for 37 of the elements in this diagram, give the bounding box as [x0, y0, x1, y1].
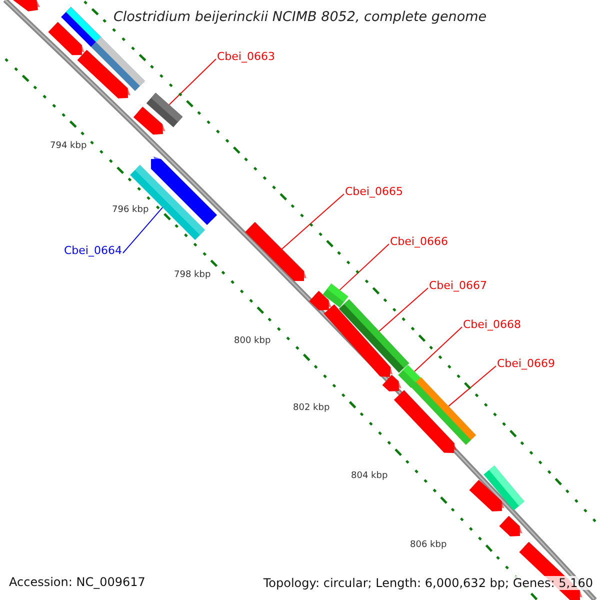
gene-feature	[245, 222, 306, 281]
genome-summary: Topology: circular; Length: 6,000,632 bp; Genes: 5,160	[263, 576, 593, 590]
leader-line	[339, 244, 390, 290]
tick-label: 796 kbp	[112, 206, 149, 215]
tick-label: 800 kbp	[234, 337, 271, 346]
tick-label: 794 kbp	[50, 142, 87, 151]
gene-feature	[77, 50, 130, 98]
tick-label: 804 kbp	[351, 472, 388, 481]
accession-text: Accession: NC_009617	[9, 576, 146, 588]
gene-label: Cbei_0668	[463, 319, 521, 330]
gene-feature	[382, 374, 402, 392]
gene-feature	[151, 156, 217, 225]
leader-line	[378, 288, 428, 332]
gene-label: Cbei_0665	[345, 186, 403, 197]
gene-label: Cbei_0669	[497, 358, 555, 369]
gene-feature	[133, 106, 166, 135]
leader-line	[448, 366, 496, 407]
gene-feature	[309, 290, 332, 310]
gene-feature	[499, 516, 522, 536]
leader-line	[281, 194, 344, 250]
gene-feature	[398, 365, 421, 388]
map-title: Clostridium beijerinckii NCIMB 8052, complete genome	[112, 11, 488, 24]
leader-line	[122, 206, 164, 254]
tick-label: 798 kbp	[174, 271, 211, 280]
gene-feature	[394, 390, 457, 453]
gene-feature	[48, 22, 84, 56]
gene-feature	[322, 283, 348, 308]
gene-label: Cbei_0663	[217, 51, 275, 62]
leader-line	[168, 58, 216, 106]
gene-feature	[324, 304, 393, 377]
tick-label: 806 kbp	[410, 541, 447, 550]
gene-label: Cbei_0667	[429, 280, 487, 291]
gene-label: Cbei_0666	[390, 236, 448, 247]
gene-label: Cbei_0664	[64, 245, 122, 256]
tick-label: 802 kbp	[293, 404, 330, 413]
gene-feature	[469, 480, 504, 512]
leader-line	[414, 326, 462, 372]
